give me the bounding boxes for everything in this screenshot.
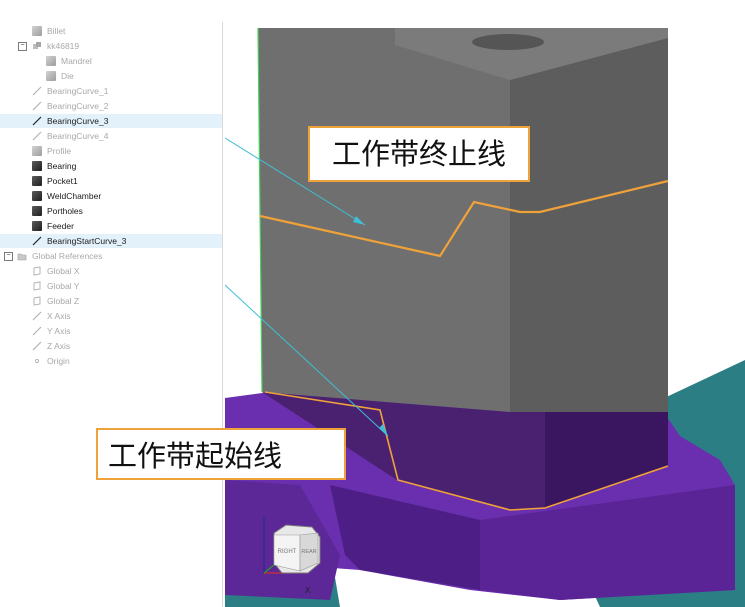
navcube-graphic[interactable]: RIGHT REAR Z X <box>254 513 332 595</box>
curve-icon <box>32 131 42 141</box>
point-icon <box>32 356 42 366</box>
end-line-label: 工作带终止线 <box>331 137 506 171</box>
edge-highlight <box>257 27 263 393</box>
folder-icon <box>17 251 27 261</box>
plane-icon <box>32 266 42 276</box>
tree-item[interactable]: Global Z <box>0 294 222 308</box>
tree-item-label: Z Axis <box>47 341 71 351</box>
cube-face-right-label: RIGHT <box>278 549 297 555</box>
leader-arrow-start <box>379 424 388 436</box>
solid-body-icon <box>32 176 42 186</box>
axis-icon <box>32 326 42 336</box>
tree-item-label: Die <box>61 71 74 81</box>
solid-body-icon <box>32 146 42 156</box>
tree-item[interactable]: Z Axis <box>0 339 222 353</box>
end-line-callout: 工作带终止线 <box>308 126 530 182</box>
curve-icon <box>32 101 42 111</box>
tree-item-label: Global References <box>32 251 103 261</box>
tree-item[interactable]: BearingCurve_4 <box>0 129 222 143</box>
y-axis-line <box>263 564 275 574</box>
tree-item-label: X Axis <box>47 311 71 321</box>
tree-item[interactable]: Y Axis <box>0 324 222 338</box>
tree-item-label: Global X <box>47 266 80 276</box>
tree-item[interactable]: − kk46819 <box>0 39 222 53</box>
collapse-toggle-icon[interactable]: − <box>4 252 13 261</box>
tree-item[interactable]: Mandrel <box>0 54 222 68</box>
tree-item-label: Bearing <box>47 161 77 171</box>
start-line-callout: 工作带起始线 <box>96 428 346 480</box>
solid-body-icon <box>32 221 42 231</box>
start-line-label: 工作带起始线 <box>108 439 283 473</box>
tree-item[interactable]: Profile <box>0 144 222 158</box>
tree-item-label: Y Axis <box>47 326 71 336</box>
leader-arrow-end <box>353 216 365 225</box>
purple-base-lower <box>330 485 480 590</box>
tree-item[interactable]: X Axis <box>0 309 222 323</box>
plane-icon <box>32 296 42 306</box>
leader-line-start <box>225 284 389 437</box>
tree-item[interactable]: BearingStartCurve_3 <box>0 234 222 248</box>
plane-icon <box>32 281 42 291</box>
tree-item-label: Global Y <box>47 281 80 291</box>
tree-item[interactable]: WeldChamber <box>0 189 222 203</box>
tree-item[interactable]: BearingCurve_1 <box>0 84 222 98</box>
axis-x-label: X <box>305 586 311 593</box>
tree-item-label: Global Z <box>47 296 80 306</box>
tree-item-label: Origin <box>47 356 70 366</box>
solid-body-icon <box>32 26 42 36</box>
navigation-cube[interactable]: RIGHT REAR Z X <box>254 513 332 595</box>
cube-face-rear-label: REAR <box>301 549 316 555</box>
tree-item[interactable]: Die <box>0 69 222 83</box>
bearing-end-curve <box>259 179 669 258</box>
tree-item[interactable]: − Global References <box>0 249 222 263</box>
tree-item-label: Profile <box>47 146 72 156</box>
model-canvas[interactable] <box>225 22 745 607</box>
tree-item[interactable]: BearingCurve_2 <box>0 99 222 113</box>
tree-item-label: BearingCurve_3 <box>47 116 109 126</box>
purple-base-side <box>480 485 735 600</box>
tree-item[interactable]: Pocket1 <box>0 174 222 188</box>
bearing-start-curve <box>264 391 669 511</box>
tree-item-label: kk46819 <box>47 41 80 51</box>
bearing-band-side <box>545 412 668 508</box>
tree-item-label: Feeder <box>47 221 74 231</box>
mandrel-hole <box>472 34 544 50</box>
solid-body-icon <box>32 206 42 216</box>
cube-side-face[interactable] <box>299 532 319 572</box>
tree-item[interactable]: Bearing <box>0 159 222 173</box>
tree-item-label: BearingCurve_2 <box>47 101 109 111</box>
tree-item-label: WeldChamber <box>47 191 102 201</box>
leader-line-end <box>225 137 366 226</box>
solid-body-icon <box>46 56 56 66</box>
gray-body-top <box>395 28 668 80</box>
solid-body-icon <box>46 71 56 81</box>
curve-icon <box>32 86 42 96</box>
assembly-icon <box>32 41 42 51</box>
tree-item[interactable]: Portholes <box>0 204 222 218</box>
tree-item-label: Portholes <box>47 206 83 216</box>
solid-body-icon <box>32 191 42 201</box>
bearing-band-front <box>262 392 545 510</box>
3d-viewport[interactable] <box>225 22 745 607</box>
tree-item[interactable]: Origin <box>0 354 222 368</box>
solid-body-icon <box>32 161 42 171</box>
gray-body-side <box>510 38 668 412</box>
tree-item[interactable]: BearingCurve_3 <box>0 114 222 128</box>
curve-icon <box>32 236 42 246</box>
tree-item-label: BearingCurve_4 <box>47 131 109 141</box>
tree-item[interactable]: Global X <box>0 264 222 278</box>
tree-item-label: Pocket1 <box>47 176 78 186</box>
tree-item-label: BearingStartCurve_3 <box>47 236 127 246</box>
tree-item-label: Mandrel <box>61 56 92 66</box>
tree-item-label: Billet <box>47 26 66 36</box>
axis-icon <box>32 341 42 351</box>
axis-icon <box>32 311 42 321</box>
curve-icon <box>32 116 42 126</box>
tree-item[interactable]: Feeder <box>0 219 222 233</box>
collapse-toggle-icon[interactable]: − <box>18 42 27 51</box>
tree-item-label: BearingCurve_1 <box>47 86 109 96</box>
tree-item[interactable]: Billet <box>0 24 222 38</box>
tree-item[interactable]: Global Y <box>0 279 222 293</box>
